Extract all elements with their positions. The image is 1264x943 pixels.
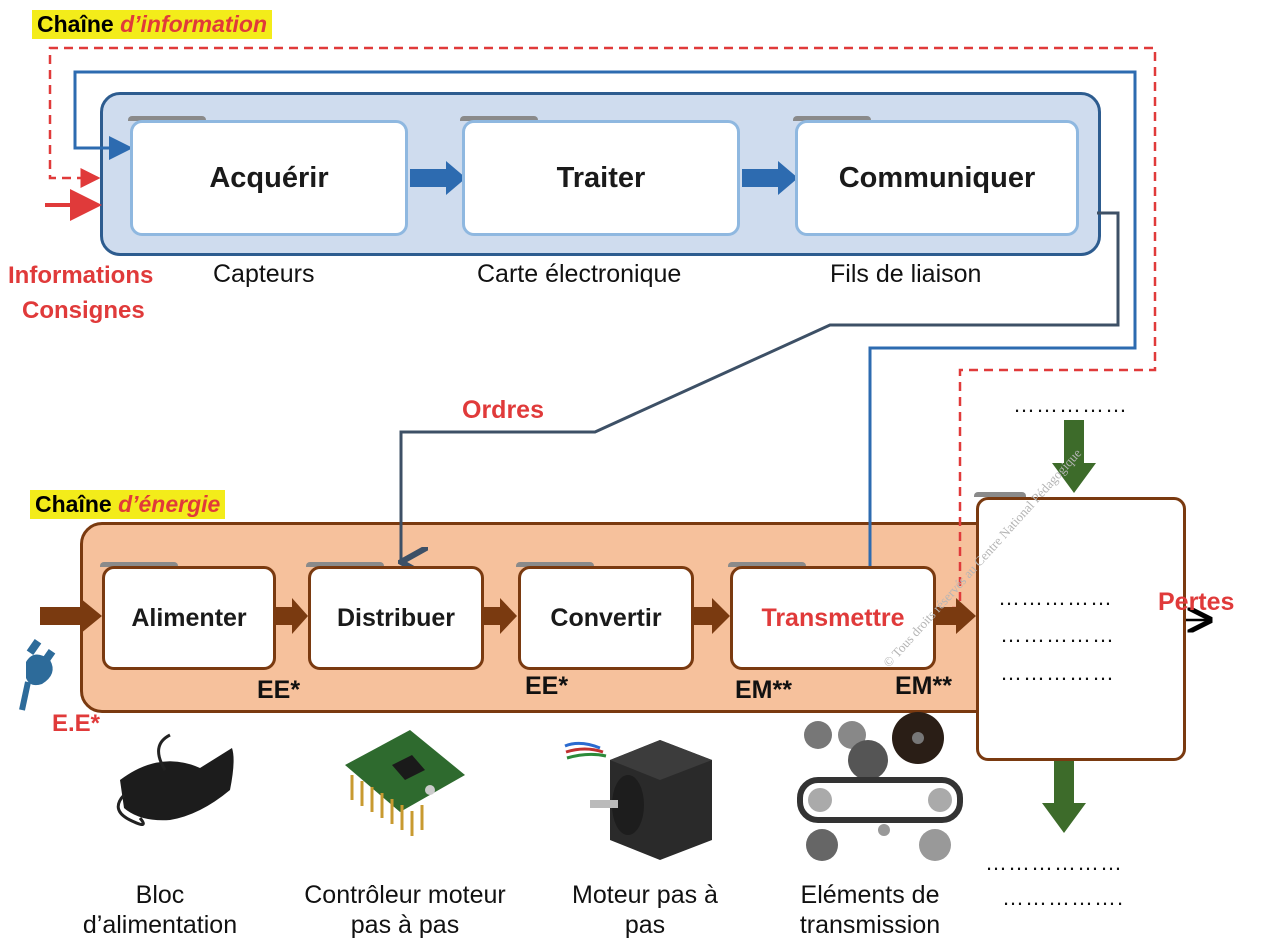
plug-icon [19, 638, 56, 711]
energy-chain-title: Chaîne d’énergie [30, 490, 226, 519]
arrow-convert-to-transmit [694, 598, 730, 634]
block-communicate: Communiquer [795, 120, 1079, 236]
blue-loop [73, 70, 1137, 568]
info-chain-title-italic: d’information [120, 11, 268, 37]
energy-chain-title-prefix: Chaîne [35, 491, 119, 517]
component-wires: Fils de liaison [830, 260, 982, 288]
power-supply-picture [116, 733, 234, 826]
stepper-driver-picture [345, 730, 465, 836]
info-chain-title: Chaîne d’information [32, 10, 273, 39]
effector-dots-2: …………… [1000, 622, 1115, 647]
block-tab [100, 562, 178, 567]
caption-transmission: Eléments de transmission [770, 880, 970, 940]
block-distribute: Distribuer [308, 566, 484, 670]
caption-line: Contrôleur moteur [304, 881, 506, 909]
energy-input-label: E.E* [52, 710, 101, 737]
block-tab [728, 562, 806, 567]
block-supply: Alimenter [102, 566, 276, 670]
energy-label-3: EM** [735, 676, 792, 704]
stepper-motor-picture [564, 740, 712, 860]
input-informations: Informations [8, 262, 154, 289]
caption-power-supply: Bloc d’alimentation [60, 880, 260, 940]
energy-label-4: EM** [895, 672, 952, 700]
energy-chain-title-italic: d’énergie [118, 491, 221, 517]
caption-stepper-motor: Moteur pas à pas [545, 880, 745, 940]
caption-line: pas à pas [350, 911, 460, 939]
info-feedback-dashed [48, 46, 1157, 610]
caption-stepper-driver: Contrôleur moteur pas à pas [255, 880, 555, 940]
effector-top-dots: …………… [1013, 392, 1128, 417]
block-convert: Convertir [518, 566, 694, 670]
orders-label: Ordres [462, 396, 544, 424]
component-board: Carte électronique [477, 260, 682, 288]
block-tab [460, 116, 538, 121]
energy-label-1: EE* [257, 676, 301, 704]
green-arrow-in [1052, 420, 1096, 493]
arrow-transmit-to-effector [936, 598, 976, 634]
component-sensors: Capteurs [213, 260, 315, 288]
block-tab [306, 562, 384, 567]
block-tab [793, 116, 871, 121]
energy-input-arrow [40, 598, 102, 634]
caption-line: Bloc [135, 881, 185, 909]
block-tab [516, 562, 594, 567]
effector-bottom-dots-2: ……………. [1002, 885, 1125, 910]
caption-line: pas [624, 911, 666, 939]
arrow-supply-to-distribute [276, 598, 308, 634]
caption-line: d’alimentation [82, 911, 238, 939]
losses-label: Pertes [1158, 588, 1235, 616]
arrow-acquire-to-process [410, 161, 466, 195]
effector-dots-3: …………… [1000, 660, 1115, 685]
orders-line [401, 211, 1120, 562]
effector-bottom-dots-1: ……………… [985, 850, 1123, 875]
caption-line: transmission [799, 911, 941, 939]
effector-dots-1: …………… [998, 585, 1113, 610]
block-tab [974, 492, 1026, 497]
block-process: Traiter [462, 120, 740, 236]
block-acquire: Acquérir [130, 120, 408, 236]
arrow-process-to-communicate [742, 161, 798, 195]
transmission-picture [797, 712, 963, 861]
block-transmit: Transmettre [730, 566, 936, 670]
caption-line: Eléments de [800, 881, 940, 909]
green-arrow-out [1042, 760, 1086, 833]
caption-line: Moteur pas à [572, 881, 718, 909]
block-effector [976, 497, 1186, 761]
arrow-distribute-to-convert [484, 598, 517, 634]
info-chain-title-prefix: Chaîne [37, 11, 121, 37]
energy-label-2: EE* [525, 672, 569, 700]
input-consignes: Consignes [22, 297, 145, 324]
block-tab [128, 116, 206, 121]
